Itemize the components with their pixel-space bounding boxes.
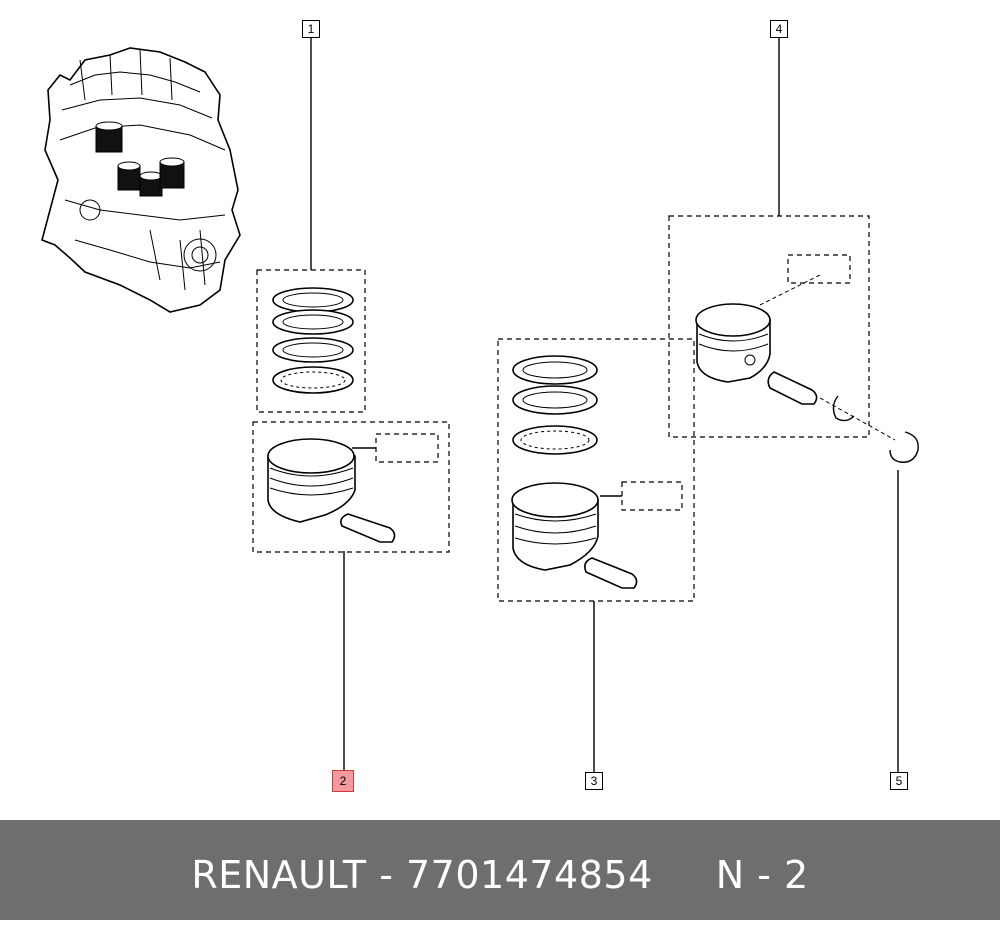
footer-text: RENAULT - 7701474854 N - 2 [0,820,1000,920]
circlip-part-5 [889,431,919,772]
exploded-parts-diagram [41,36,919,772]
piston-and-rings-group-3 [497,338,695,772]
brand-name: RENAULT [191,853,367,897]
callout-2-highlighted[interactable]: 2 [332,770,354,792]
position-label: N - 2 [715,853,809,897]
callout-4: 4 [770,20,788,38]
piston-complete-group-4 [668,36,896,441]
callout-5: 5 [890,772,908,790]
callout-3: 3 [585,772,603,790]
footer-bar: RENAULT - 7701474854 N - 2 [0,820,1000,920]
callout-1: 1 [302,20,320,38]
part-number: 7701474854 [406,853,653,897]
separator: - [366,853,406,897]
engine-block-illustration [41,47,241,313]
piston-assembly-group-2 [252,421,450,772]
piston-rings-group-1 [256,36,366,413]
